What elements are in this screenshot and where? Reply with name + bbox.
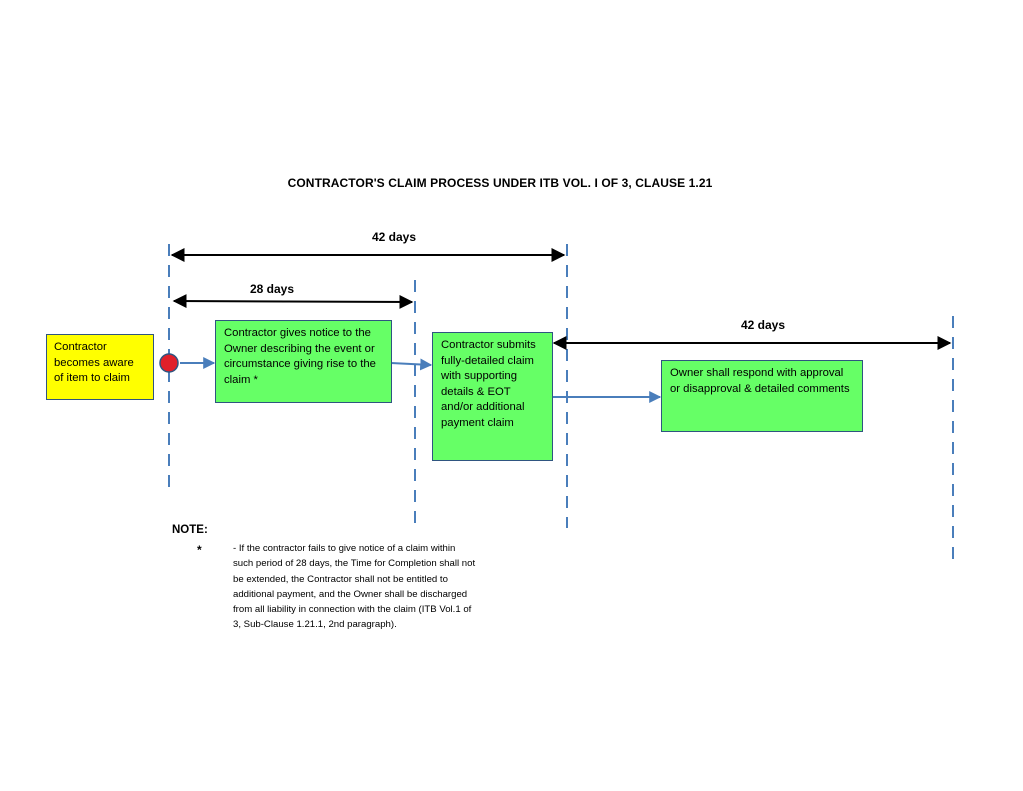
span-label-42-days-first: 42 days [371,230,417,244]
span-arrow-28-days [172,294,414,309]
note-text: - If the contractor fails to give notice… [233,543,476,631]
box-contractor-aware: Contractor becomes aware of item to clai… [46,334,154,400]
box-owner-responds: Owner shall respond with approval or dis… [661,360,863,432]
note-marker: * [197,543,202,557]
note-label: NOTE: [172,524,208,536]
box-contractor-notice: Contractor gives notice to the Owner des… [215,320,392,403]
span-label-28-days: 28 days [249,282,295,296]
span-label-42-days-second: 42 days [740,318,786,332]
box-contractor-submits: Contractor submits fully-detailed claim … [432,332,553,461]
page-title: CONTRACTOR'S CLAIM PROCESS UNDER ITB VOL… [287,176,713,190]
start-marker [159,353,179,373]
flow-arrow-to-submit [390,358,433,371]
